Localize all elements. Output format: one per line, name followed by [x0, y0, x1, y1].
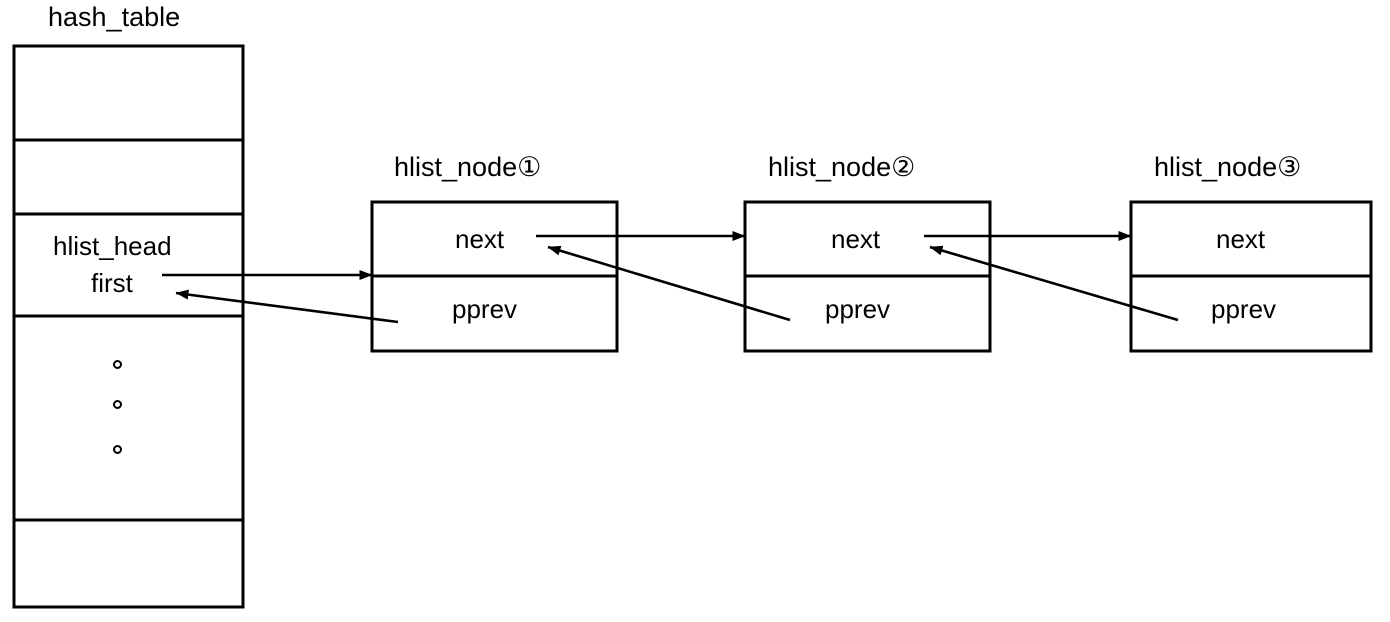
hlist-head-label: hlist_head: [53, 231, 172, 261]
hash-table-title: hash_table: [48, 2, 181, 32]
hash-table-box: [12, 44, 245, 609]
hlist-node-1-title: hlist_node①: [394, 152, 542, 182]
node-2-next-label: next: [831, 224, 881, 254]
hlist-node-3-title: hlist_node③: [1154, 152, 1302, 182]
arrow-node2-pprev-to-node1-next: [547, 245, 791, 322]
node-3-next-label: next: [1216, 224, 1266, 254]
ellipsis-dot-1: [113, 360, 122, 369]
node-2-pprev-label: pprev: [825, 294, 891, 324]
ellipsis-dot-3: [113, 445, 122, 454]
first-field-label: first: [91, 268, 133, 298]
arrow-node1-pprev-to-first: [175, 289, 399, 324]
node-3-pprev-label: pprev: [1211, 294, 1277, 324]
arrow-node3-pprev-to-node2-next: [929, 245, 1179, 322]
hlist-node-2-title: hlist_node②: [768, 152, 916, 182]
ellipsis-dot-2: [113, 400, 122, 409]
node-1-next-label: next: [455, 224, 505, 254]
node-1-pprev-label: pprev: [452, 294, 518, 324]
